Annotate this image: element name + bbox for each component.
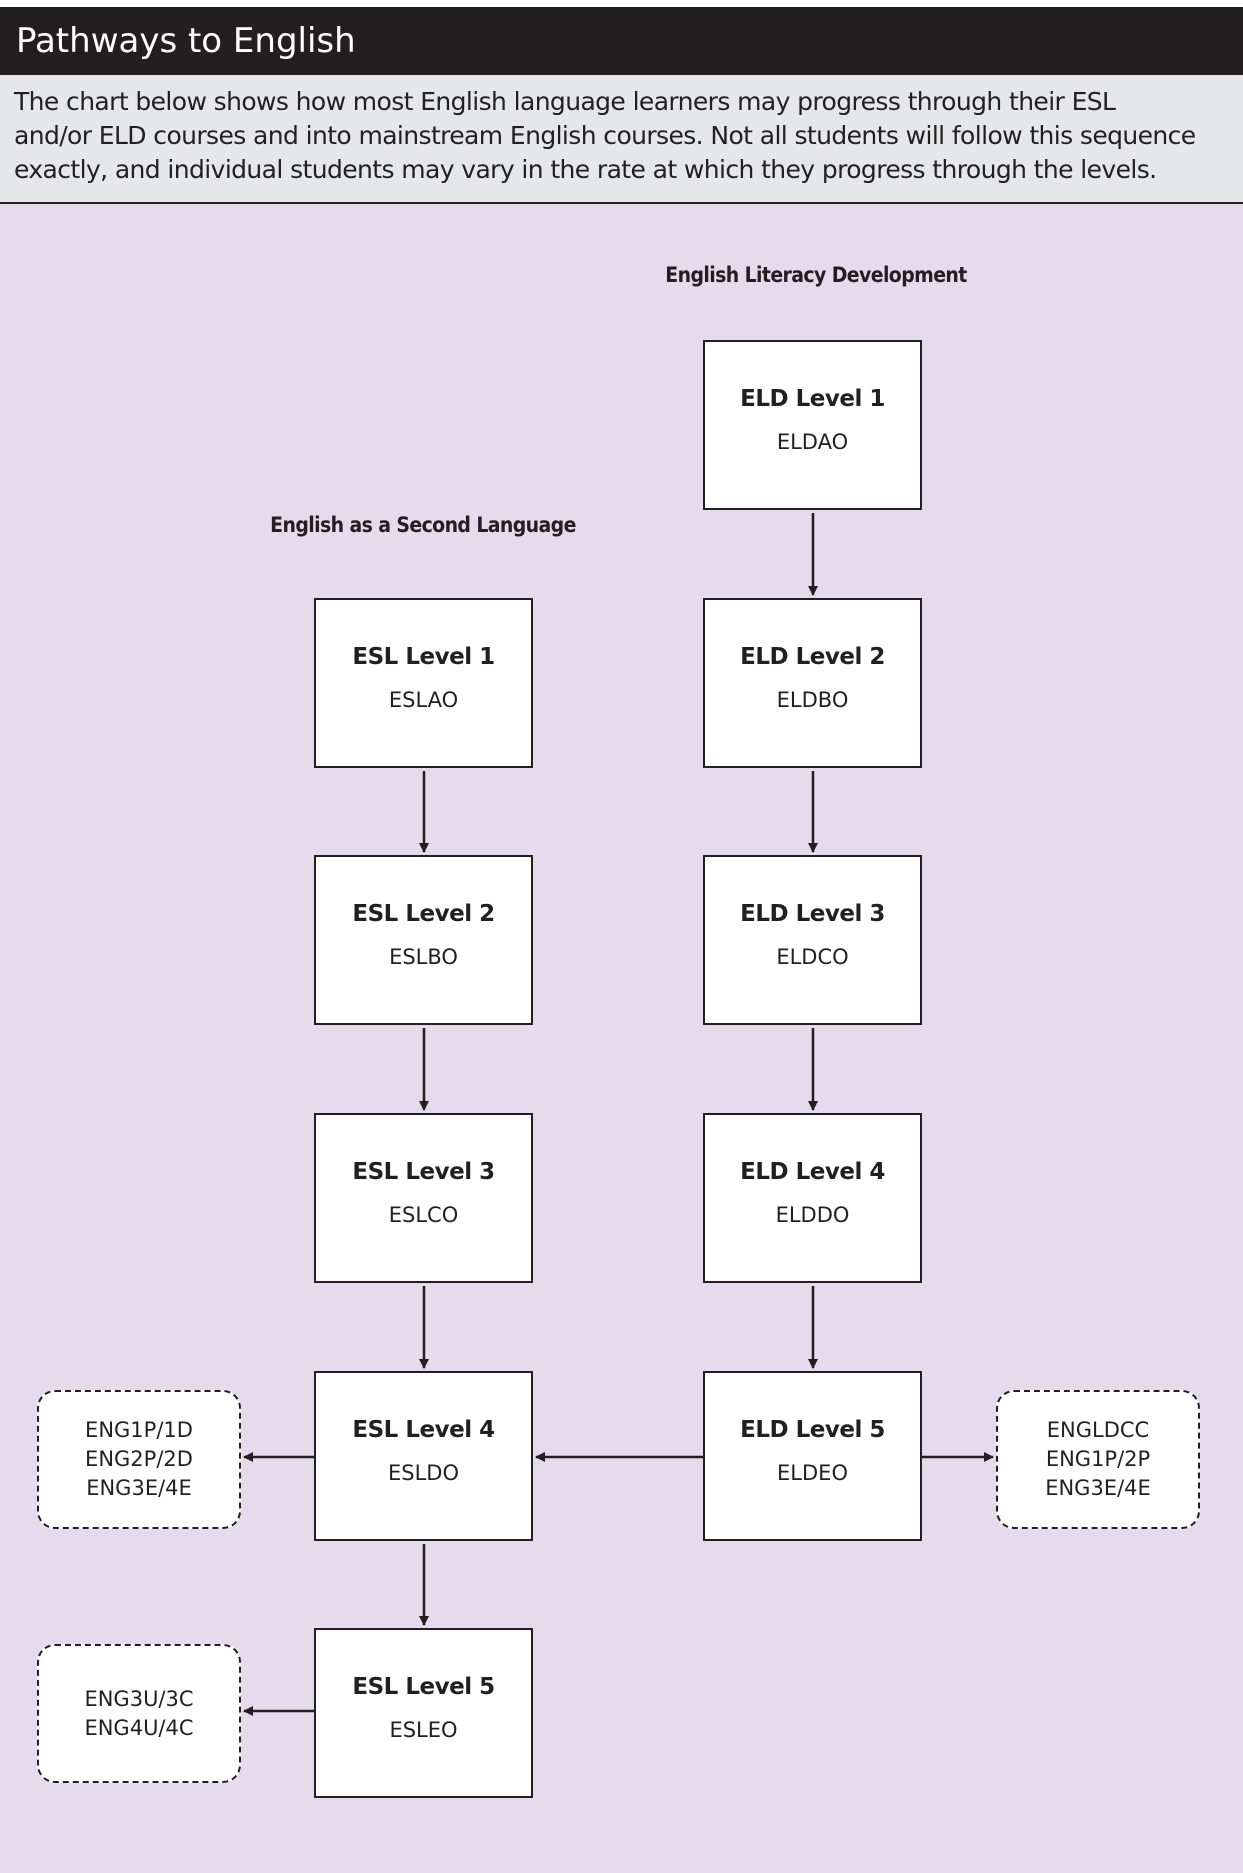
intro-text: The chart below shows how most English l…: [0, 75, 1243, 204]
page-title: Pathways to English: [0, 7, 1243, 75]
box-label: ELD Level 1: [740, 386, 885, 412]
box-code: ESLDO: [388, 1461, 459, 1485]
intro-line: and/or ELD courses and into mainstream E…: [14, 121, 1196, 150]
box-label: ELD Level 5: [740, 1417, 885, 1443]
course-code: ENGLDCC: [1046, 1418, 1150, 1442]
course-code: ENG3E/4E: [86, 1476, 192, 1500]
box-code: ELDEO: [777, 1461, 848, 1485]
box-label: ESL Level 3: [352, 1159, 495, 1185]
box-label: ESL Level 1: [352, 644, 495, 670]
esl-level-3-box: ESL Level 3 ESLCO: [314, 1113, 533, 1283]
box-code: ELDCO: [776, 945, 849, 969]
course-code: ENG3U/3C: [84, 1686, 194, 1711]
box-label: ELD Level 4: [740, 1159, 885, 1185]
box-code: ELDAO: [776, 430, 849, 454]
box-code: ESLBO: [389, 945, 458, 969]
eld-level-2-box: ELD Level 2 ELDBO: [703, 598, 922, 768]
diagram-canvas: [0, 204, 1243, 1873]
box-code: ESLAO: [388, 688, 459, 712]
esl-level-5-box: ESL Level 5 ESLEO: [314, 1628, 533, 1798]
eld-level-5-exit-courses: ENGLDCC ENG1P/2P ENG3E/4E: [996, 1390, 1200, 1529]
box-code: ELDDO: [775, 1203, 850, 1227]
esl-level-5-exit-courses: ENG3U/3C ENG4U/4C: [37, 1644, 241, 1783]
course-code: ENG4U/4C: [84, 1715, 194, 1740]
eld-level-5-box: ELD Level 5 ELDEO: [703, 1371, 922, 1541]
course-code: ENG3E/4E: [1045, 1476, 1151, 1500]
eld-heading: English Literacy Development: [665, 263, 967, 287]
eld-level-1-box: ELD Level 1 ELDAO: [703, 340, 922, 510]
intro-line: exactly, and individual students may var…: [14, 155, 1157, 184]
course-code: ENG1P/1D: [85, 1418, 193, 1442]
eld-level-3-box: ELD Level 3 ELDCO: [703, 855, 922, 1025]
box-label: ESL Level 5: [352, 1674, 495, 1700]
course-code: ENG2P/2D: [85, 1447, 193, 1471]
esl-level-4-exit-courses: ENG1P/1D ENG2P/2D ENG3E/4E: [37, 1390, 241, 1529]
box-code: ESLCO: [388, 1203, 459, 1227]
esl-heading: English as a Second Language: [270, 513, 576, 537]
box-code: ESLEO: [389, 1718, 458, 1742]
box-label: ESL Level 2: [352, 901, 495, 927]
esl-level-2-box: ESL Level 2 ESLBO: [314, 855, 533, 1025]
box-code: ELDBO: [776, 688, 849, 712]
course-code: ENG1P/2P: [1045, 1447, 1151, 1471]
esl-level-1-box: ESL Level 1 ESLAO: [314, 598, 533, 768]
eld-level-4-box: ELD Level 4 ELDDO: [703, 1113, 922, 1283]
intro-line: The chart below shows how most English l…: [14, 87, 1116, 116]
box-label: ELD Level 2: [740, 644, 885, 670]
box-label: ELD Level 3: [740, 901, 885, 927]
esl-level-4-box: ESL Level 4 ESLDO: [314, 1371, 533, 1541]
box-label: ESL Level 4: [352, 1417, 495, 1443]
